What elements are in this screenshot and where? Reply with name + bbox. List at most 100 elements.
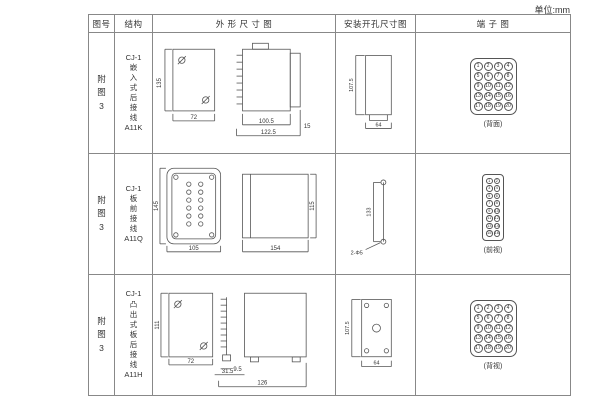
- terminal-circle: 8: [493, 200, 500, 207]
- outline-drawing-row1: 135 72 100.5 122.5 15: [157, 42, 311, 136]
- terminal-circle: 7: [486, 200, 493, 207]
- header-terminal-diagram: 端 子 图: [416, 15, 571, 33]
- dim-label: 122.5: [261, 129, 277, 135]
- dim-label: 107.5: [345, 321, 351, 335]
- terminal-circle: 11: [486, 215, 493, 222]
- terminal-circle: 16: [503, 333, 513, 343]
- terminal-circle: 13: [486, 222, 493, 229]
- terminal-circle: 2: [483, 61, 493, 71]
- outline-cell-row3: 111 72 9.5 31.5 126: [153, 275, 336, 396]
- terminal-circle: 9: [473, 323, 483, 333]
- outline-drawing-row2: 145 105 154 115: [154, 167, 317, 252]
- terminal-circle: 3: [493, 61, 503, 71]
- mount-drawing-row1: 107.5 64: [349, 54, 392, 129]
- terminal-circle: 5: [473, 71, 483, 81]
- mount-cell-row1: 107.5 64: [336, 33, 416, 154]
- terminal-circle: 6: [483, 71, 493, 81]
- terminal-circle: 16: [493, 230, 500, 237]
- terminal-circle: 15: [493, 91, 503, 101]
- mount-drawing-row2: 133 2-Φ5: [351, 179, 387, 256]
- terminal-circle: 1: [473, 61, 483, 71]
- dim-label: 115: [310, 200, 316, 210]
- dim-label: 72: [187, 358, 194, 364]
- terminal-circle: 11: [493, 81, 503, 91]
- terminal-circle: 13: [473, 91, 483, 101]
- terminal-circle: 8: [503, 71, 513, 81]
- terminal-circle: 20: [503, 101, 513, 111]
- dim-label: 64: [375, 122, 381, 128]
- terminal-circle: 1: [486, 177, 493, 184]
- terminal-circle: 10: [483, 81, 493, 91]
- terminal-circle: 12: [503, 81, 513, 91]
- dim-label: 9.5: [233, 366, 242, 372]
- dim-label: 126: [257, 380, 268, 386]
- terminal-circle: 19: [493, 101, 503, 111]
- structure-row3: CJ-1 凸 出 式 板 后 接 线 A11H: [115, 275, 153, 396]
- terminal-circle: 12: [493, 215, 500, 222]
- terminal-circle: 7: [493, 313, 503, 323]
- terminal-circle: 14: [483, 91, 493, 101]
- terminal-circle: 11: [493, 323, 503, 333]
- terminal-circle: 4: [503, 61, 513, 71]
- dim-label: 107.5: [349, 78, 355, 92]
- terminal-circle: 4: [493, 185, 500, 192]
- fig-no-row2: 附 图 3: [89, 154, 115, 275]
- dim-label: 100.5: [259, 118, 275, 124]
- dim-label: 15: [304, 123, 311, 129]
- terminal-circle: 5: [473, 313, 483, 323]
- mount-drawing-row3: 107.5 64: [345, 298, 392, 367]
- dim-label: 154: [270, 245, 281, 251]
- terminal-circle: 15: [486, 230, 493, 237]
- dimension-table: 图号 结构 外 形 尺 寸 图 安装开孔尺寸图 端 子 图 附 图 3 CJ-1…: [88, 14, 571, 396]
- dim-label: 133: [367, 207, 373, 216]
- terminal-view-label: (前视): [483, 246, 503, 254]
- structure-row1: CJ-1 嵌 入 式 后 接 线 A11K: [115, 33, 153, 154]
- outline-cell-row1: 135 72 100.5 122.5 15: [153, 33, 336, 154]
- fig-no-row3: 附 图 3: [89, 275, 115, 396]
- dim-label: 72: [190, 114, 197, 120]
- header-structure: 结构: [115, 15, 153, 33]
- terminal-circle: 10: [483, 323, 493, 333]
- terminal-circle: 6: [483, 313, 493, 323]
- terminal-circle: 2: [493, 177, 500, 184]
- dim-label: 105: [189, 245, 200, 251]
- header-mount-dims: 安装开孔尺寸图: [336, 15, 416, 33]
- dim-label: 2-Φ5: [351, 250, 363, 256]
- terminal-circle: 17: [473, 101, 483, 111]
- terminal-circle: 3: [486, 185, 493, 192]
- terminal-circle: 9: [473, 81, 483, 91]
- terminal-view-label: (背视): [483, 362, 503, 370]
- terminal-circle: 18: [483, 343, 493, 353]
- mount-cell-row3: 107.5 64: [336, 275, 416, 396]
- terminal-circle: 7: [493, 71, 503, 81]
- header-outline-dims: 外 形 尺 寸 图: [153, 15, 336, 33]
- terminal-circle: 6: [493, 192, 500, 199]
- terminal-circle: 8: [503, 313, 513, 323]
- header-fig-no: 图号: [89, 15, 115, 33]
- terminal-circle: 16: [503, 91, 513, 101]
- dim-label: 111: [155, 319, 161, 329]
- dim-label: 135: [157, 77, 163, 88]
- terminal-circle: 4: [503, 303, 513, 313]
- terminal-circle: 14: [483, 333, 493, 343]
- terminal-view-label: (背面): [483, 120, 503, 128]
- terminal-circle: 18: [483, 101, 493, 111]
- outline-cell-row2: 145 105 154 115: [153, 154, 336, 275]
- terminal-circle: 3: [493, 303, 503, 313]
- terminal-circle: 1: [473, 303, 483, 313]
- structure-row2: CJ-1 板 前 接 线 A11Q: [115, 154, 153, 275]
- terminal-circle: 17: [473, 343, 483, 353]
- terminal-circle: 10: [493, 207, 500, 214]
- terminal-circle: 15: [493, 333, 503, 343]
- dim-label: 64: [373, 360, 379, 366]
- mount-cell-row2: 133 2-Φ5: [336, 154, 416, 275]
- terminal-circle: 14: [493, 222, 500, 229]
- terminal-circle: 13: [473, 333, 483, 343]
- dim-label: 145: [154, 200, 160, 211]
